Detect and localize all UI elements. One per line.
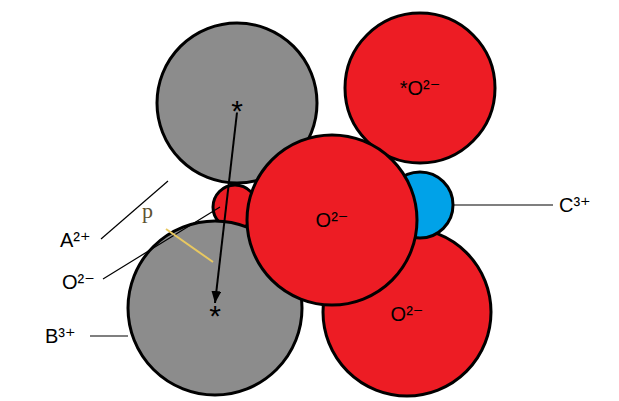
ion-label: A²⁺	[60, 230, 91, 250]
ion-symbol: *	[231, 96, 243, 126]
ion-label: O²⁻	[62, 272, 95, 292]
oxide-ion-sphere: O²⁻	[247, 135, 417, 305]
ion-symbol: *	[209, 301, 221, 331]
ion-label: C³⁺	[559, 195, 591, 215]
vector-leader-line	[166, 229, 213, 262]
ion-label: B³⁺	[45, 326, 76, 346]
oxide-ion-sphere	[247, 135, 417, 305]
oxide-ion-sphere	[345, 13, 495, 163]
cation-b-sphere: *	[128, 221, 302, 395]
leader-line	[90, 335, 128, 336]
ion-symbol: O²⁻	[316, 210, 349, 230]
oxide-ion-sphere: O²⁻	[323, 228, 491, 396]
ion-symbol: *O²⁻	[400, 78, 441, 98]
vector-label: p⃗	[142, 200, 170, 222]
oxide-ion-sphere: *O²⁻	[345, 13, 495, 163]
dipole-arrow	[215, 113, 237, 304]
leader-line	[453, 204, 553, 205]
cation-a-sphere: *	[157, 23, 317, 183]
ion-symbol: O²⁻	[391, 304, 424, 324]
